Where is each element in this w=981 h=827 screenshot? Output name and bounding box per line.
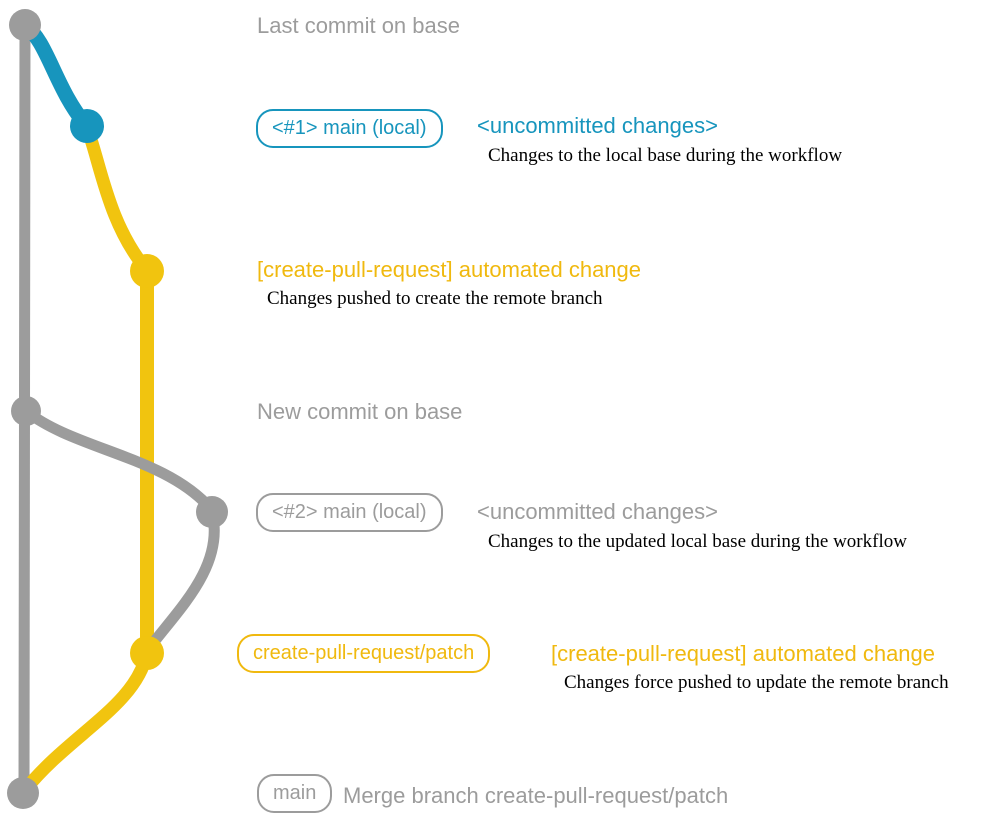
badge-create-pull-request-patch-text: create-pull-request/patch bbox=[253, 642, 475, 664]
automated-change-1-label: [create-pull-request] automated change bbox=[257, 257, 642, 282]
automated-change-2-label: [create-pull-request] automated change bbox=[551, 641, 936, 666]
uncommitted-changes-2-label: <uncommitted changes> bbox=[477, 499, 718, 524]
commit-dot-automated-change-2 bbox=[130, 636, 164, 670]
rebase-curve bbox=[144, 506, 220, 653]
automated-change-2-description: Changes force pushed to update the remot… bbox=[564, 672, 949, 693]
badge-main-local-2-text: <#2> main (local) bbox=[272, 501, 427, 523]
commit-dot-uncommitted-changes-1 bbox=[70, 109, 104, 143]
uncommitted-changes-1-description: Changes to the local base during the wor… bbox=[488, 145, 843, 166]
uncommitted-changes-2-description: Changes to the updated local base during… bbox=[488, 531, 907, 552]
commit-dot-automated-change-1 bbox=[130, 254, 164, 288]
updated-base-curve bbox=[20, 405, 217, 515]
badge-main-local-2: <#2> main (local) bbox=[256, 493, 443, 532]
commit-dot-uncommitted-changes-2 bbox=[196, 496, 228, 528]
merge-commit-label: Merge branch create-pull-request/patch bbox=[343, 783, 729, 808]
local-main-branch-line bbox=[17, 17, 94, 133]
automated-change-1-description: Changes pushed to create the remote bran… bbox=[267, 288, 603, 309]
commit-dot-merge-commit bbox=[7, 777, 39, 809]
remote-branch-merge-curve bbox=[18, 646, 154, 797]
remote-branch-curve-top bbox=[79, 118, 153, 276]
badge-create-pull-request-patch: create-pull-request/patch bbox=[237, 634, 491, 673]
badge-main-local-1: <#1> main (local) bbox=[256, 109, 443, 148]
commit-dot-last-commit-on-base bbox=[9, 9, 41, 41]
new-commit-label: New commit on base bbox=[257, 399, 463, 424]
uncommitted-changes-1-label: <uncommitted changes> bbox=[477, 113, 718, 138]
badge-main: main bbox=[257, 774, 333, 813]
badge-main-local-1-text: <#1> main (local) bbox=[272, 117, 427, 139]
commit-dot-new-commit-on-base bbox=[11, 396, 41, 426]
last-commit-label: Last commit on base bbox=[257, 13, 460, 38]
badge-main-text: main bbox=[273, 782, 317, 804]
